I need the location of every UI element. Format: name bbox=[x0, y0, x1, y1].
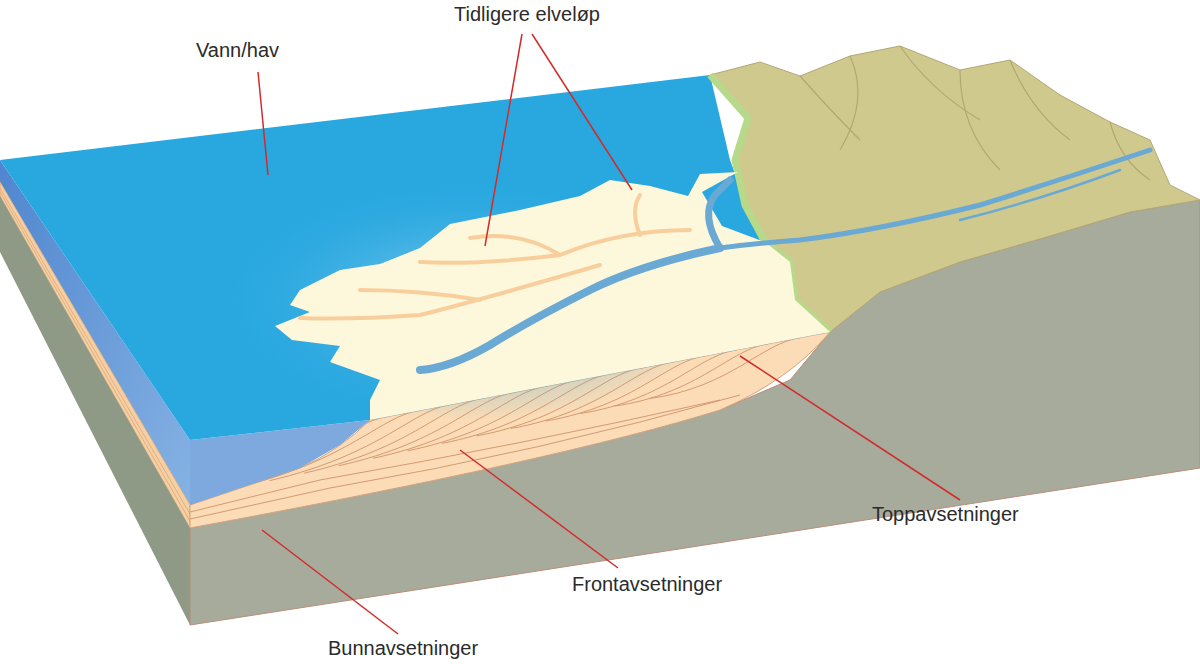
part-label: Vann/hav bbox=[196, 38, 279, 62]
delta-plain bbox=[275, 172, 830, 420]
part-label: Tidligere elveløp bbox=[454, 2, 600, 26]
water-surface bbox=[0, 75, 830, 440]
part-label: Frontavsetninger bbox=[572, 572, 722, 596]
part-label: Toppavsetninger bbox=[872, 502, 1019, 526]
leader-lines bbox=[258, 34, 960, 634]
part-label: Bunnavsetninger bbox=[328, 636, 478, 660]
